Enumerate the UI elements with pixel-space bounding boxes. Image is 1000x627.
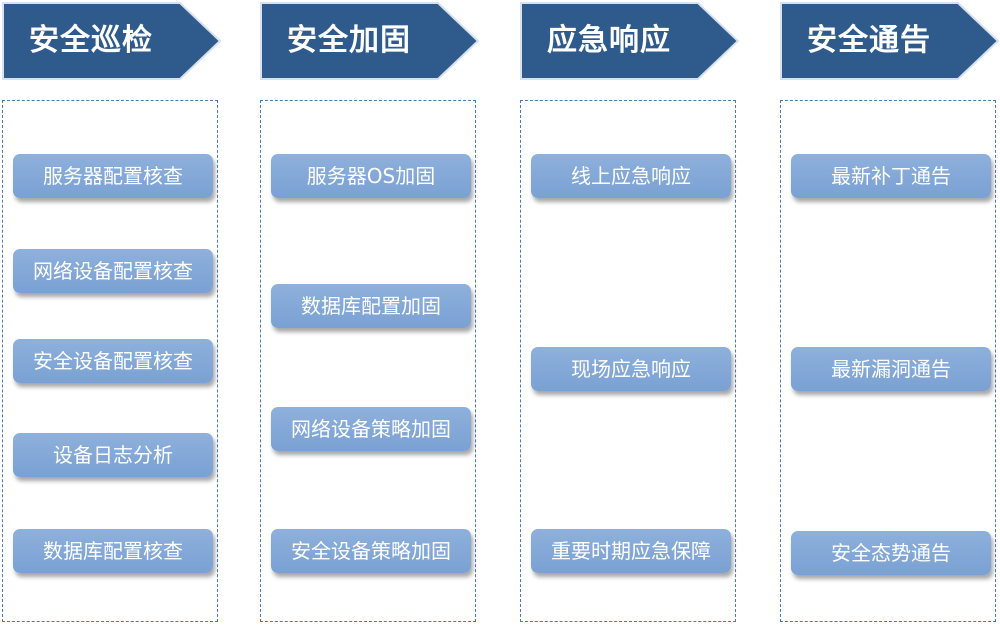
column-header: 安全巡检 xyxy=(2,2,222,80)
item-latest-vulnerability-notice[interactable]: 最新漏洞通告 xyxy=(791,347,991,391)
column-title: 安全巡检 xyxy=(29,23,153,58)
items-container: 服务器配置核查 网络设备配置核查 安全设备配置核查 设备日志分析 数据库配置核查 xyxy=(2,100,218,622)
column-header: 应急响应 xyxy=(520,2,740,80)
column-security-notices: 安全通告 最新补丁通告 最新漏洞通告 安全态势通告 xyxy=(778,0,1000,627)
item-online-emergency-response[interactable]: 线上应急响应 xyxy=(531,154,731,198)
item-onsite-emergency-response[interactable]: 现场应急响应 xyxy=(531,347,731,391)
chevron-arrow-shape xyxy=(780,2,1000,80)
column-security-hardening: 安全加固 服务器OS加固 数据库配置加固 网络设备策略加固 安全设备策略加固 xyxy=(258,0,480,627)
item-key-period-emergency-support[interactable]: 重要时期应急保障 xyxy=(531,529,731,573)
chevron-arrow-shape xyxy=(2,2,222,80)
column-emergency-response: 应急响应 线上应急响应 现场应急响应 重要时期应急保障 xyxy=(518,0,740,627)
item-network-device-config-check[interactable]: 网络设备配置核查 xyxy=(13,249,213,293)
item-network-policy-hardening[interactable]: 网络设备策略加固 xyxy=(271,407,471,451)
column-title: 安全加固 xyxy=(287,23,411,58)
column-header: 安全通告 xyxy=(780,2,1000,80)
item-database-config-hardening[interactable]: 数据库配置加固 xyxy=(271,284,471,328)
column-header: 安全加固 xyxy=(260,2,480,80)
items-container: 线上应急响应 现场应急响应 重要时期应急保障 xyxy=(520,100,736,622)
item-database-config-check[interactable]: 数据库配置核查 xyxy=(13,529,213,573)
item-server-os-hardening[interactable]: 服务器OS加固 xyxy=(271,154,471,198)
chevron-arrow-shape xyxy=(520,2,740,80)
item-security-situation-notice[interactable]: 安全态势通告 xyxy=(791,531,991,575)
column-title: 应急响应 xyxy=(547,23,671,58)
items-container: 服务器OS加固 数据库配置加固 网络设备策略加固 安全设备策略加固 xyxy=(260,100,476,622)
column-title: 安全通告 xyxy=(807,23,931,58)
chevron-arrow-shape xyxy=(260,2,480,80)
item-security-device-config-check[interactable]: 安全设备配置核查 xyxy=(13,339,213,383)
item-device-log-analysis[interactable]: 设备日志分析 xyxy=(13,433,213,477)
column-security-inspection: 安全巡检 服务器配置核查 网络设备配置核查 安全设备配置核查 设备日志分析 数据… xyxy=(0,0,222,627)
item-server-config-check[interactable]: 服务器配置核查 xyxy=(13,154,213,198)
item-latest-patch-notice[interactable]: 最新补丁通告 xyxy=(791,154,991,198)
item-security-policy-hardening[interactable]: 安全设备策略加固 xyxy=(271,529,471,573)
items-container: 最新补丁通告 最新漏洞通告 安全态势通告 xyxy=(780,100,996,622)
